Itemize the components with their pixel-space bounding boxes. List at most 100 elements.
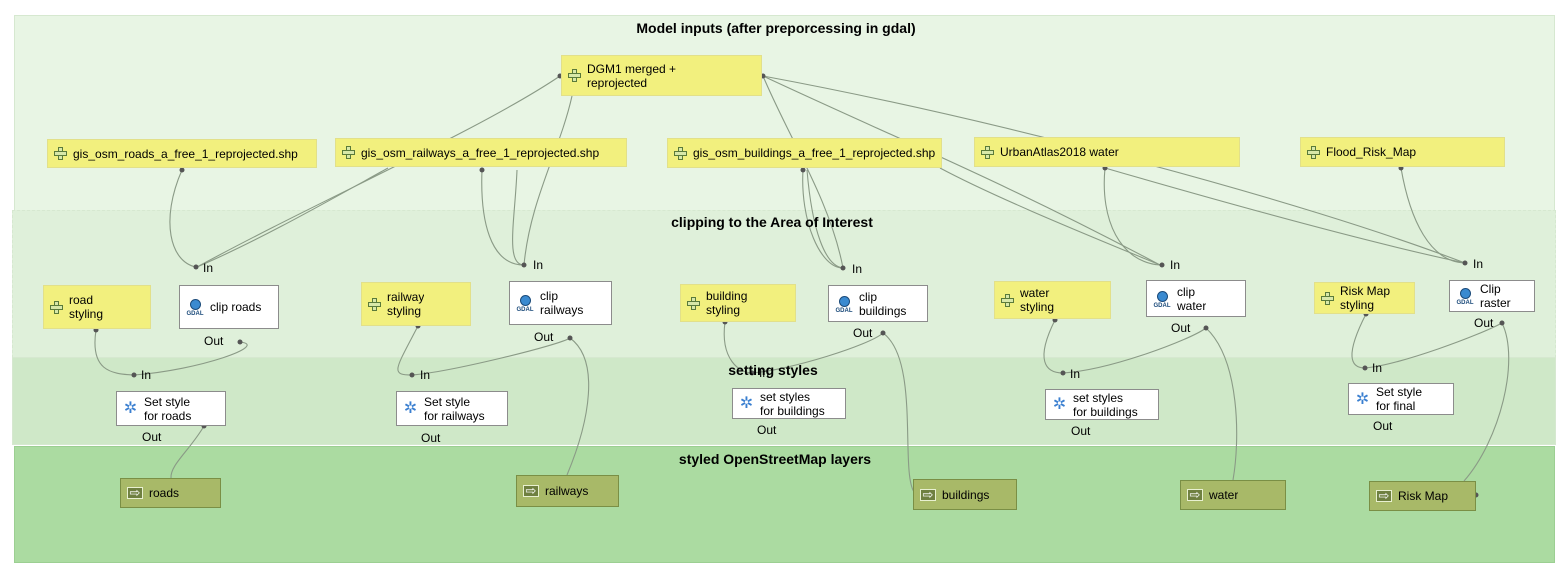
node-label: buildings bbox=[942, 487, 990, 502]
port-out-style-final[interactable]: Out bbox=[1373, 419, 1393, 433]
wire-clip-buildings-out bbox=[751, 332, 884, 374]
node-label: clip water bbox=[1177, 284, 1207, 313]
wire-road-style-in bbox=[94, 329, 135, 376]
alg-style-water[interactable]: ✲ set styles for buildings bbox=[1045, 389, 1159, 420]
group-model-inputs bbox=[14, 15, 1555, 211]
wire-roads-output bbox=[170, 425, 205, 479]
group-styled-layers bbox=[14, 446, 1555, 563]
alg-style-roads[interactable]: ✲ Set style for roads bbox=[116, 391, 226, 426]
alg-clip-buildings[interactable]: GDAL clip buildings bbox=[828, 285, 928, 322]
node-label: set styles for buildings bbox=[1073, 390, 1138, 419]
port-in-style-buildings[interactable]: In bbox=[759, 366, 770, 380]
port-in-style-roads[interactable]: In bbox=[141, 368, 152, 382]
port-out-clip-water[interactable]: Out bbox=[1171, 321, 1191, 335]
port-out-clip-raster[interactable]: Out bbox=[1474, 316, 1494, 330]
port-in-style-railways[interactable]: In bbox=[420, 368, 431, 382]
port-in-clip-railways[interactable]: In bbox=[533, 258, 544, 272]
output-water[interactable]: ⇨ water bbox=[1180, 480, 1286, 510]
alg-clip-water[interactable]: GDAL clip water bbox=[1146, 280, 1246, 317]
parameter-plus-icon bbox=[1307, 145, 1320, 159]
input-risk-styling[interactable]: Risk Map styling bbox=[1314, 282, 1415, 314]
port-in-clip-water[interactable]: In bbox=[1170, 258, 1181, 272]
port-in-clip-buildings[interactable]: In bbox=[852, 262, 863, 276]
gdal-icon: GDAL bbox=[1153, 289, 1171, 309]
output-arrow-icon: ⇨ bbox=[523, 484, 539, 497]
wire-buildings-in-b bbox=[806, 169, 844, 269]
port-in-style-final[interactable]: In bbox=[1372, 361, 1383, 375]
alg-style-buildings[interactable]: ✲ set styles for buildings bbox=[732, 388, 846, 419]
input-water-styling[interactable]: water styling bbox=[994, 281, 1111, 319]
alg-style-final[interactable]: ✲ Set style for final bbox=[1348, 383, 1454, 415]
parameter-plus-icon bbox=[50, 300, 63, 314]
port-out-clip-buildings[interactable]: Out bbox=[853, 326, 873, 340]
node-label: Clip raster bbox=[1480, 282, 1511, 310]
port-in-clip-roads[interactable]: In bbox=[203, 261, 214, 275]
gear-icon: ✲ bbox=[1355, 390, 1370, 408]
wire-dgm-clip-buildings bbox=[762, 75, 844, 269]
wire-water-in bbox=[1103, 167, 1161, 266]
output-arrow-icon: ⇨ bbox=[1187, 488, 1203, 501]
wire-buildings-in bbox=[802, 169, 844, 269]
parameter-plus-icon bbox=[687, 296, 700, 310]
wire-railway-style-in bbox=[397, 325, 419, 376]
node-label: clip buildings bbox=[859, 289, 907, 318]
output-arrow-icon: ⇨ bbox=[127, 486, 143, 499]
node-label: clip railways bbox=[540, 289, 584, 317]
input-railways[interactable]: gis_osm_railways_a_free_1_reprojected.sh… bbox=[335, 138, 627, 167]
input-flood-risk[interactable]: Flood_Risk_Map bbox=[1300, 137, 1505, 167]
output-railways[interactable]: ⇨ railways bbox=[516, 475, 619, 507]
input-dgm[interactable]: DGM1 merged + reprojected bbox=[561, 55, 762, 96]
gear-icon: ✲ bbox=[739, 395, 754, 412]
alg-clip-railways[interactable]: GDAL clip railways bbox=[509, 281, 612, 325]
wire-risk-output bbox=[1463, 322, 1510, 482]
wire-risk-style-in bbox=[1351, 313, 1367, 369]
wire-dgm-clip-roads bbox=[196, 75, 561, 268]
node-label: roads bbox=[149, 486, 180, 500]
node-label: railway styling bbox=[387, 290, 425, 318]
wire-water-output bbox=[1205, 327, 1238, 481]
parameter-plus-icon bbox=[342, 146, 355, 159]
output-roads[interactable]: ⇨ roads bbox=[120, 478, 221, 508]
input-buildings[interactable]: gis_osm_buildings_a_free_1_reprojected.s… bbox=[667, 138, 942, 168]
parameter-plus-icon bbox=[368, 297, 381, 311]
input-road-styling[interactable]: road styling bbox=[43, 285, 151, 329]
node-label: water styling bbox=[1020, 286, 1055, 314]
node-label: Set style for final bbox=[1376, 385, 1423, 413]
wire-building-style-in bbox=[723, 321, 753, 374]
port-in-style-water[interactable]: In bbox=[1070, 367, 1081, 381]
port-out-style-railways[interactable]: Out bbox=[421, 431, 441, 445]
gdal-icon: GDAL bbox=[1456, 286, 1474, 306]
node-label: Flood_Risk_Map bbox=[1326, 145, 1417, 159]
port-in-clip-raster[interactable]: In bbox=[1473, 257, 1484, 271]
output-risk-map[interactable]: ⇨ Risk Map bbox=[1369, 481, 1476, 511]
parameter-plus-icon bbox=[568, 69, 581, 82]
port-out-style-buildings[interactable]: Out bbox=[757, 423, 777, 437]
input-building-styling[interactable]: building styling bbox=[680, 284, 796, 322]
wire-dgm-clip-railways bbox=[523, 95, 573, 266]
alg-clip-roads[interactable]: GDAL clip roads bbox=[179, 285, 279, 329]
node-label: water bbox=[1209, 488, 1239, 502]
port-out-style-roads[interactable]: Out bbox=[142, 430, 162, 444]
wire-railways-in bbox=[481, 169, 525, 266]
alg-clip-raster[interactable]: GDAL Clip raster bbox=[1449, 280, 1535, 312]
wire-clip-roads-out bbox=[133, 341, 248, 376]
parameter-plus-icon bbox=[1321, 291, 1334, 305]
parameter-plus-icon bbox=[54, 147, 67, 160]
port-out-clip-roads[interactable]: Out bbox=[204, 334, 224, 348]
wire-railways-clip-a bbox=[512, 169, 525, 266]
wire-buildings-output bbox=[882, 332, 915, 493]
port-out-style-water[interactable]: Out bbox=[1071, 424, 1091, 438]
group-title-styles: setting styles bbox=[728, 362, 818, 378]
port-out-clip-railways[interactable]: Out bbox=[534, 330, 554, 344]
alg-style-railways[interactable]: ✲ Set style for railways bbox=[396, 391, 508, 426]
group-title-clipping: clipping to the Area of Interest bbox=[671, 214, 873, 230]
parameter-plus-icon bbox=[1001, 293, 1014, 307]
input-railway-styling[interactable]: railway styling bbox=[361, 282, 471, 326]
input-roads[interactable]: gis_osm_roads_a_free_1_reprojected.shp bbox=[47, 139, 317, 168]
output-buildings[interactable]: ⇨ buildings bbox=[913, 479, 1017, 510]
node-label: clip roads bbox=[210, 300, 262, 314]
wire-dgm-clip-raster bbox=[762, 75, 1466, 264]
node-label: railways bbox=[545, 484, 589, 498]
gdal-icon: GDAL bbox=[516, 293, 534, 313]
input-water[interactable]: UrbanAtlas2018 water bbox=[974, 137, 1240, 167]
